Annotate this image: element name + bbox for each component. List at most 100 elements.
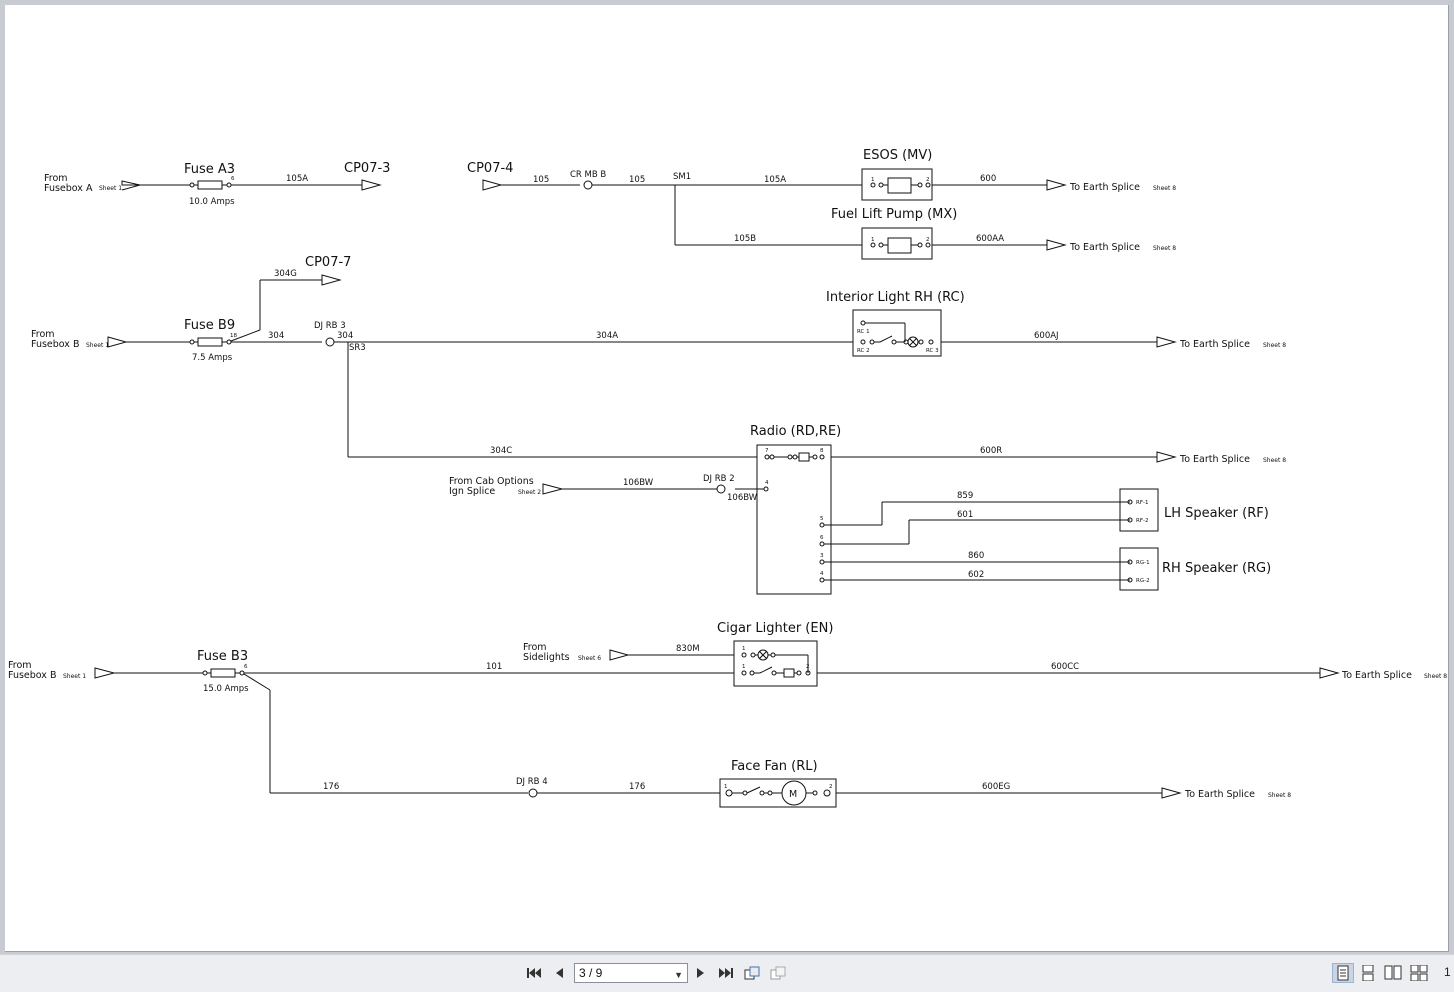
pump-pin-2: 2: [926, 237, 930, 243]
sidelights-sheet: Sheet 6: [578, 655, 601, 662]
paste-page-button[interactable]: [769, 965, 787, 981]
fusebox-b1-name: Fusebox B: [31, 339, 79, 350]
wire-859: 859: [957, 491, 973, 501]
wire-106bw-b: 106BW: [727, 493, 758, 503]
earth-splice-3: To Earth Splice: [1179, 339, 1250, 350]
interior-light-box: [852, 309, 942, 357]
last-page-button[interactable]: [717, 965, 735, 981]
fusebox-b2-sheet: Sheet 1: [63, 673, 86, 680]
esos-pin-2: 2: [926, 177, 930, 183]
fuse-b9-symbol: [197, 337, 223, 347]
splice-dj-rb-3: DJ RB 3: [314, 321, 346, 331]
last-page-icon: [719, 968, 733, 978]
fuse-a3-symbol: [197, 180, 223, 190]
radio-pin-4a: 4: [765, 480, 769, 486]
esos-pin-1: 1: [871, 177, 875, 183]
sidelights-name: Sidelights: [523, 652, 570, 663]
wire-105a-b: 105A: [764, 175, 786, 185]
fuse-b3-pin: 6: [244, 664, 248, 670]
rh-speaker-pin-1: RG-1: [1136, 560, 1150, 566]
earth-splice-1: To Earth Splice: [1069, 182, 1140, 193]
cigar-lighter-box: [733, 640, 818, 687]
document-page: From Fusebox A Sheet 1 Fuse A3 6 10.0 Am…: [5, 5, 1449, 952]
lh-speaker-box: [1119, 488, 1159, 532]
fuse-a3-label: Fuse A3: [184, 162, 235, 177]
dj-rb-3-splice: [325, 337, 335, 347]
earth-splice-6: To Earth Splice: [1184, 789, 1255, 800]
fusebox-b1-sheet: Sheet 1: [86, 342, 109, 349]
fuse-b3-rating: 15.0 Amps: [203, 684, 249, 694]
first-page-button[interactable]: [525, 965, 543, 981]
radio-pin-6: 6: [820, 535, 824, 541]
wire-101: 101: [486, 662, 502, 672]
fuse-b9-pin: 18: [230, 333, 237, 339]
wire-105b: 105B: [734, 234, 756, 244]
connector-cp07-4: CP07-4: [467, 161, 513, 176]
dj-rb-4-splice: [528, 788, 538, 798]
viewer-toolbar: 3 / 9 ▼ 1: [0, 954, 1454, 992]
paste-icon: [770, 966, 786, 980]
sidelights-from: From: [523, 642, 547, 653]
earth-sheet-2: Sheet 8: [1153, 245, 1176, 252]
lh-speaker-label: LH Speaker (RF): [1164, 506, 1269, 521]
wire-601: 601: [957, 510, 973, 520]
cab-options-name: Ign Splice: [449, 486, 495, 497]
fan-pin-2: 2: [829, 784, 833, 790]
radio-label: Radio (RD,RE): [750, 424, 841, 439]
splice-sm1: SM1: [673, 172, 691, 182]
interior-light-label: Interior Light RH (RC): [826, 290, 965, 305]
continuous-view-button[interactable]: [1359, 965, 1377, 981]
two-page-view-icon: [1384, 965, 1402, 980]
fusebox-b1-from: From: [31, 329, 55, 340]
wire-304a: 304A: [596, 331, 618, 341]
wire-105-a: 105: [533, 175, 549, 185]
page-number-select[interactable]: 3 / 9 ▼: [574, 963, 688, 983]
radio-pin-7: 7: [765, 448, 769, 454]
radio-pin-5: 5: [820, 516, 824, 522]
single-page-view-button[interactable]: [1332, 963, 1354, 983]
two-page-continuous-button[interactable]: [1410, 965, 1428, 981]
fuse-a3-rating: 10.0 Amps: [189, 197, 235, 207]
earth-splice-2: To Earth Splice: [1069, 242, 1140, 253]
connector-cp07-3: CP07-3: [344, 161, 390, 176]
wire-600aj: 600AJ: [1034, 331, 1059, 341]
earth-sheet-1: Sheet 8: [1153, 185, 1176, 192]
two-page-view-button[interactable]: [1384, 965, 1402, 981]
interior-pin-rc2: RC 2: [857, 348, 870, 354]
cigar-pin-1a: 1: [742, 646, 746, 652]
rh-speaker-pin-2: RG-2: [1136, 578, 1150, 584]
wire-304-splice: 304: [337, 331, 353, 341]
fuse-b3-symbol: [210, 668, 236, 678]
fusebox-a-from: From: [44, 173, 68, 184]
earth-sheet-6: Sheet 8: [1268, 792, 1291, 799]
wire-304g: 304G: [274, 269, 297, 279]
next-page-icon: [697, 968, 704, 978]
fuse-b9-rating: 7.5 Amps: [192, 353, 233, 363]
fusebox-a-arrow: [121, 180, 141, 191]
splice-dj-rb-2: DJ RB 2: [703, 474, 735, 484]
face-fan-label: Face Fan (RL): [731, 759, 818, 774]
rh-speaker-box: [1119, 547, 1159, 591]
pump-pin-1: 1: [871, 237, 875, 243]
earth-sheet-4: Sheet 8: [1263, 457, 1286, 464]
cigar-pin-2: 2: [806, 664, 810, 670]
lh-speaker-pin-2: RF-2: [1136, 518, 1148, 524]
two-page-continuous-icon: [1410, 965, 1428, 981]
wire-600r: 600R: [980, 446, 1002, 456]
copy-page-button[interactable]: [743, 965, 761, 981]
next-page-button[interactable]: [692, 965, 710, 981]
wire-304: 304: [268, 331, 284, 341]
earth-splice-4: To Earth Splice: [1179, 454, 1250, 465]
single-page-icon: [1337, 965, 1349, 981]
wire-602: 602: [968, 570, 984, 580]
cr-mb-b-splice: [583, 180, 593, 190]
fuse-b3-label: Fuse B3: [197, 649, 248, 664]
first-page-icon: [527, 968, 541, 978]
splice-sr3: SR3: [349, 343, 366, 353]
wire-600cc: 600CC: [1051, 662, 1079, 672]
radio-box: [756, 444, 832, 595]
interior-pin-rc3: RC 3: [926, 348, 939, 354]
splice-cr-mb-b: CR MB B: [570, 170, 606, 180]
fuel-lift-pump-label: Fuel Lift Pump (MX): [831, 207, 957, 222]
previous-page-button[interactable]: [550, 965, 568, 981]
